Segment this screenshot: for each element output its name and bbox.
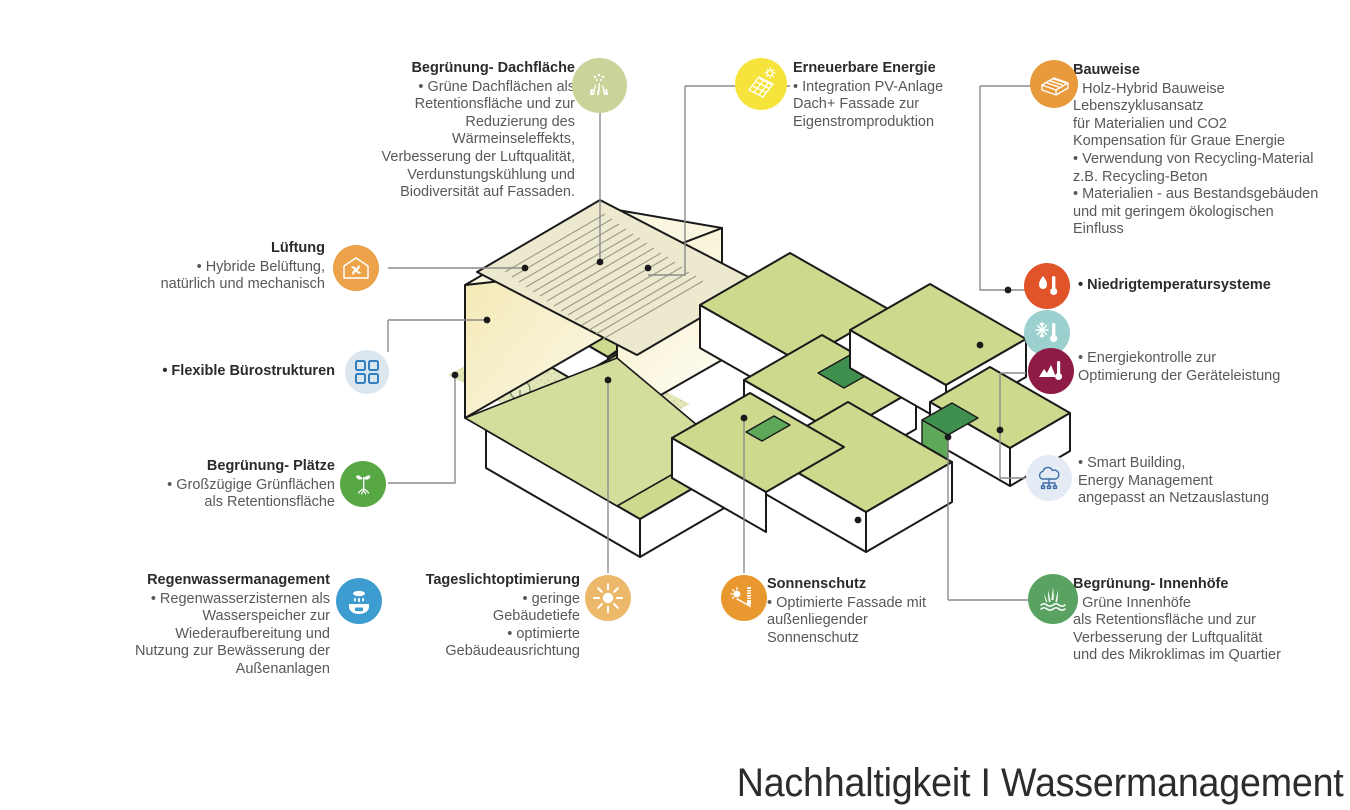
cloud-network-icon[interactable] bbox=[1026, 455, 1072, 501]
annotation-line: angepasst an Netzauslastung bbox=[1078, 490, 1270, 507]
annotation-sonnenschutz: Sonnenschutz • Optimierte Fassade mit au… bbox=[767, 576, 967, 647]
leader-endpoint-dots bbox=[451, 258, 1012, 524]
daylight-sun-icon[interactable] bbox=[585, 575, 631, 621]
annotation-line: • Integration PV-Anlage bbox=[793, 78, 944, 95]
annotation-line: Wiederaufbereitung und bbox=[175, 625, 330, 642]
annotation-line: Gebäudetiefe bbox=[492, 608, 580, 625]
annotation-line: Biodiversität auf Fassaden. bbox=[400, 184, 575, 201]
annotation-title: Begrünung- Innenhöfe bbox=[1073, 576, 1229, 592]
annotation-line: Verbesserung der Luftqualität bbox=[1073, 629, 1263, 646]
annotation-title: Begrünung- Dachfläche bbox=[411, 60, 575, 76]
annotation-line: • Grüne Dachflächen als bbox=[418, 78, 575, 95]
building-pv-tower bbox=[464, 199, 761, 558]
annotation-line: • Großzügige Grünflächen bbox=[167, 476, 335, 493]
annotation-line: Kompensation für Graue Energie bbox=[1073, 133, 1285, 150]
leader-plaetze bbox=[388, 375, 456, 484]
page-title: Nachhaltigkeit I Wassermanagement bbox=[737, 761, 1344, 805]
annotation-erneuerbare-energie: Erneuerbare Energie • Integration PV-Anl… bbox=[793, 60, 993, 131]
annotation-line: Verdunstungskühlung und bbox=[407, 166, 575, 183]
annotation-line: Nutzung zur Bewässerung der bbox=[134, 643, 330, 660]
annotation-line: • Holz-Hybrid Bauweise bbox=[1073, 80, 1225, 97]
annotation-line: Reduzierung des bbox=[465, 113, 575, 130]
annotation-title: Regenwassermanagement bbox=[147, 572, 330, 588]
annotation-tageslichtoptimierung: Tageslichtoptimierung • geringe Gebäudet… bbox=[400, 572, 580, 661]
annotation-line: • Verwendung von Recycling-Material bbox=[1073, 150, 1314, 167]
annotation-line: Energy Management bbox=[1078, 472, 1213, 489]
annotation-title: Lüftung bbox=[271, 240, 325, 256]
annotation-title: Tageslichtoptimierung bbox=[425, 572, 580, 588]
ventilation-house-icon[interactable] bbox=[333, 245, 379, 291]
annotation-title: Begrünung- Plätze bbox=[206, 458, 335, 474]
leader-pv-left bbox=[648, 86, 686, 276]
annotation-line: • Energiekontrolle zur bbox=[1078, 350, 1217, 366]
green-courtyard-icon[interactable] bbox=[1028, 574, 1078, 624]
annotation-begruenung-innenhoefe: Begrünung- Innenhöfe • Grüne Innenhöfe a… bbox=[1073, 576, 1323, 665]
annotation-flexible-buerostrukturen: • Flexible Bürostrukturen bbox=[130, 363, 335, 382]
annotation-begruenung-plaetze: Begrünung- Plätze • Großzügige Grünfläch… bbox=[150, 458, 335, 512]
pv-panel-lines bbox=[504, 213, 704, 340]
annotation-line: Optimierung der Geräteleistung bbox=[1078, 367, 1281, 384]
solar-panel-icon[interactable] bbox=[735, 58, 787, 110]
annotation-line: • Grüne Innenhöfe bbox=[1073, 594, 1191, 611]
office-grid-icon[interactable] bbox=[345, 350, 389, 394]
annotation-title: • Niedrigtemperatursysteme bbox=[1078, 277, 1271, 293]
annotation-line: • geringe bbox=[522, 590, 580, 607]
sun-shading-icon[interactable] bbox=[721, 575, 767, 621]
annotation-line: • Materialien - aus Bestandsgebäuden bbox=[1073, 186, 1319, 203]
annotation-smart-building: • Smart Building, Energy Management ange… bbox=[1078, 455, 1328, 508]
annotation-title: Sonnenschutz bbox=[767, 576, 867, 592]
annotation-line: • Regenwasserzisternen als bbox=[150, 590, 330, 607]
annotation-title: Erneuerbare Energie bbox=[793, 60, 936, 76]
annotation-regenwassermanagement: Regenwassermanagement • Regenwasserziste… bbox=[85, 572, 330, 679]
annotation-energiekontrolle: • Energiekontrolle zur Optimierung der G… bbox=[1078, 350, 1328, 385]
annotation-line: z.B. Recycling-Beton bbox=[1073, 168, 1208, 185]
sprout-icon[interactable] bbox=[340, 461, 386, 507]
annotation-line: Dach+ Fassade zur bbox=[793, 96, 920, 113]
annotation-title: Bauweise bbox=[1073, 62, 1140, 78]
annotation-line: • Hybride Belüftung, bbox=[196, 258, 325, 275]
annotation-line: • optimierte bbox=[507, 625, 580, 642]
annotation-line: für Materialien und CO2 bbox=[1073, 115, 1227, 132]
building-right-cluster bbox=[671, 252, 1071, 553]
building-massing bbox=[448, 199, 1071, 558]
brick-block-icon[interactable] bbox=[1030, 60, 1078, 108]
rainwater-cistern-icon[interactable] bbox=[336, 578, 382, 624]
annotation-line: als Retentionsfläche und zur bbox=[1073, 612, 1256, 629]
annotation-line: und des Mikroklimas im Quartier bbox=[1073, 647, 1281, 664]
annotation-line: als Retentionsfläche bbox=[204, 494, 335, 511]
annotation-line: Verbesserung der Luftqualität, bbox=[381, 148, 575, 165]
annotation-line: • Smart Building, bbox=[1078, 455, 1186, 471]
annotation-line: Retentionsfläche und zur bbox=[414, 96, 575, 113]
annotation-line: natürlich und mechanisch bbox=[160, 276, 325, 293]
annotation-line: außenliegender bbox=[767, 612, 868, 629]
annotation-line: • Optimierte Fassade mit bbox=[767, 594, 926, 611]
annotation-bauweise: Bauweise • Holz-Hybrid Bauweise Lebenszy… bbox=[1073, 62, 1323, 239]
annotation-line: Gebäudeausrichtung bbox=[445, 643, 580, 660]
annotation-line: und mit geringem ökologischen bbox=[1073, 203, 1274, 220]
annotation-lueftung: Lüftung • Hybride Belüftung, natürlich u… bbox=[120, 240, 325, 294]
heating-icon[interactable] bbox=[1024, 263, 1070, 309]
energy-monitor-icon[interactable] bbox=[1028, 348, 1074, 394]
annotation-line: Wasserspeicher zur bbox=[202, 608, 330, 625]
annotation-title: • Flexible Bürostrukturen bbox=[162, 363, 335, 379]
annotation-line: Lebenszyklusansatz bbox=[1073, 98, 1204, 115]
annotation-niedrigtemperatursysteme: • Niedrigtemperatursysteme bbox=[1078, 277, 1318, 296]
annotation-begruenung-dachflaeche: Begrünung- Dachfläche • Grüne Dachfläche… bbox=[380, 60, 575, 202]
annotation-line: Wärmeinseleffekts, bbox=[451, 131, 575, 148]
annotation-line: Eigenstromproduktion bbox=[793, 113, 935, 130]
annotation-line: Außenanlagen bbox=[235, 660, 330, 677]
annotation-line: Einfluss bbox=[1073, 221, 1124, 238]
leader-bauweise bbox=[979, 86, 1008, 291]
green-roof-icon[interactable] bbox=[572, 58, 627, 113]
annotation-line: Sonnenschutz bbox=[767, 629, 859, 646]
